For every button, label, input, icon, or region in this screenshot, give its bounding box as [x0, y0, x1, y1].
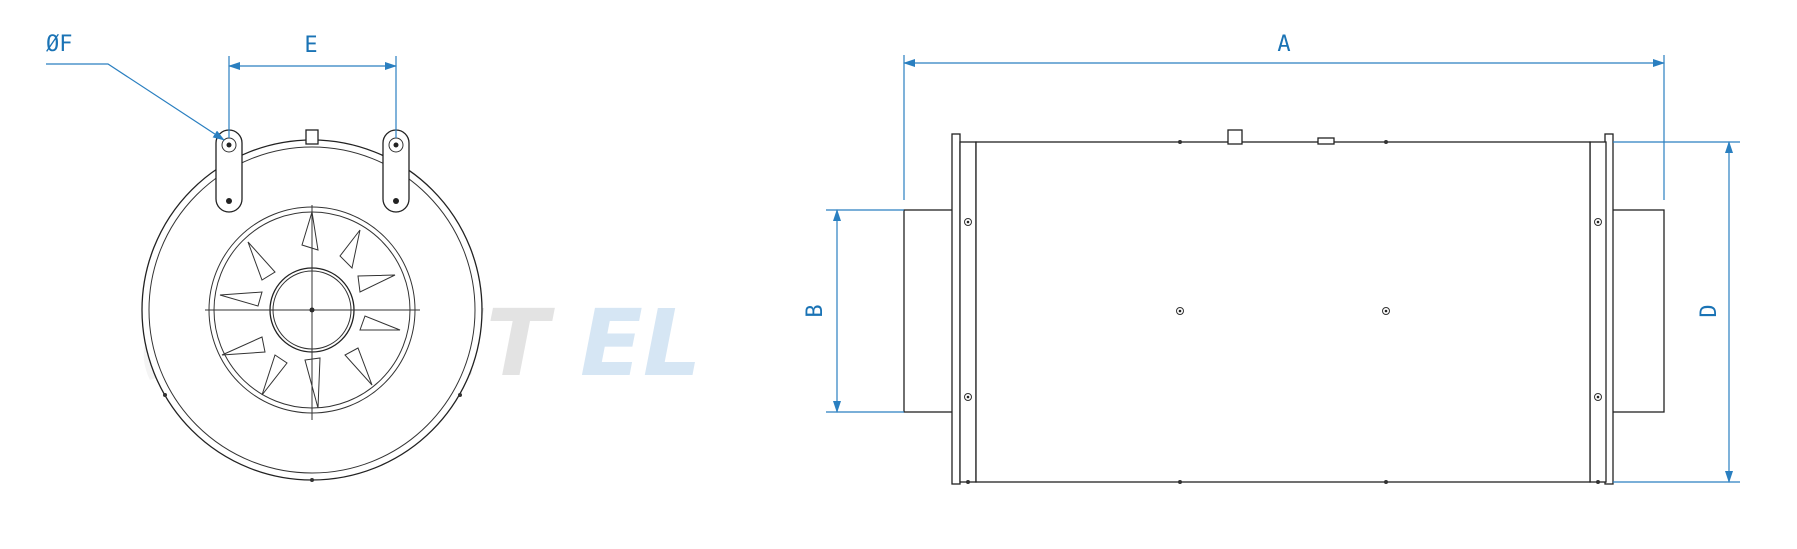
- left-flange: [959, 141, 977, 483]
- dimension-b-label: B: [803, 304, 828, 317]
- screws: [964, 140, 1602, 484]
- left-flange-outer: [951, 133, 961, 485]
- dimension-d-label: D: [1697, 304, 1722, 317]
- top-connector: [1227, 129, 1243, 145]
- inlet-spigot: [903, 209, 957, 413]
- front-view: [141, 129, 483, 482]
- dimension-d: D: [1613, 141, 1740, 483]
- mounting-bracket-right: [382, 129, 410, 213]
- dimension-a-label: A: [1277, 32, 1290, 57]
- main-body: [975, 141, 1591, 483]
- dimension-e: E: [228, 33, 397, 138]
- watermark-text-el: EL: [580, 290, 701, 397]
- dimension-f-label: ØF: [46, 32, 73, 57]
- impeller-blades: [219, 211, 401, 409]
- side-view: [903, 129, 1665, 485]
- dimension-b: B: [803, 209, 904, 413]
- dimension-f: ØF: [46, 32, 225, 141]
- dimension-a: A: [903, 32, 1665, 200]
- mounting-bracket-left: [215, 129, 243, 213]
- top-clip: [1317, 137, 1335, 145]
- top-tab: [305, 129, 319, 145]
- housing-inner-circle: [148, 146, 476, 474]
- outlet-spigot: [1611, 209, 1665, 413]
- dimension-e-label: E: [304, 33, 317, 58]
- right-flange: [1589, 141, 1607, 483]
